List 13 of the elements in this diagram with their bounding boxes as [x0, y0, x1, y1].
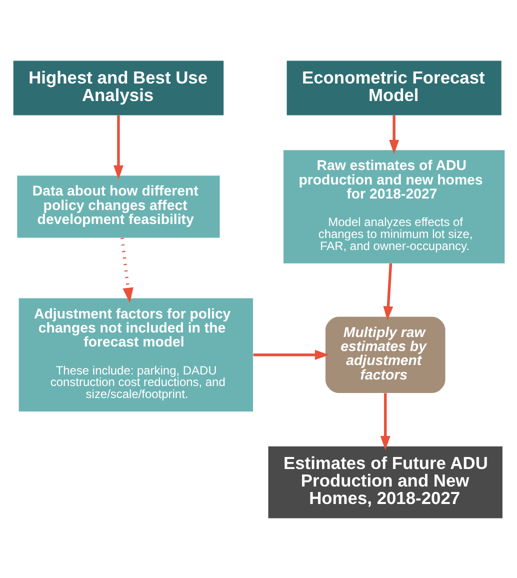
arrow	[252, 349, 329, 360]
arrow	[382, 262, 393, 320]
node-box: Estimates of Future ADU Production and New Homes, 2018-2027	[268, 446, 502, 518]
arrow	[380, 392, 390, 450]
arrow	[113, 114, 123, 180]
node-box: Highest and Best Use Analysis	[12, 60, 224, 115]
node-box: Data about how different policy changes affect development feasibility	[16, 175, 220, 238]
node-box: Adjustment factors for policy changes not included in the forecast model These include: parking, DADU construction cost reductions, and size/scale/footprint.	[18, 298, 252, 411]
node-box: Econometric Forecast Model	[286, 60, 501, 115]
arrow	[388, 114, 399, 154]
node-box: Multiply raw estimates by adjustment factors	[324, 316, 445, 392]
arrow	[120, 237, 133, 303]
node-box: Raw estimates of ADU production and new homes for 2018-2027 Model analyzes effects of changes to minimum lot size, FAR, and owner-occupancy.	[283, 150, 504, 263]
